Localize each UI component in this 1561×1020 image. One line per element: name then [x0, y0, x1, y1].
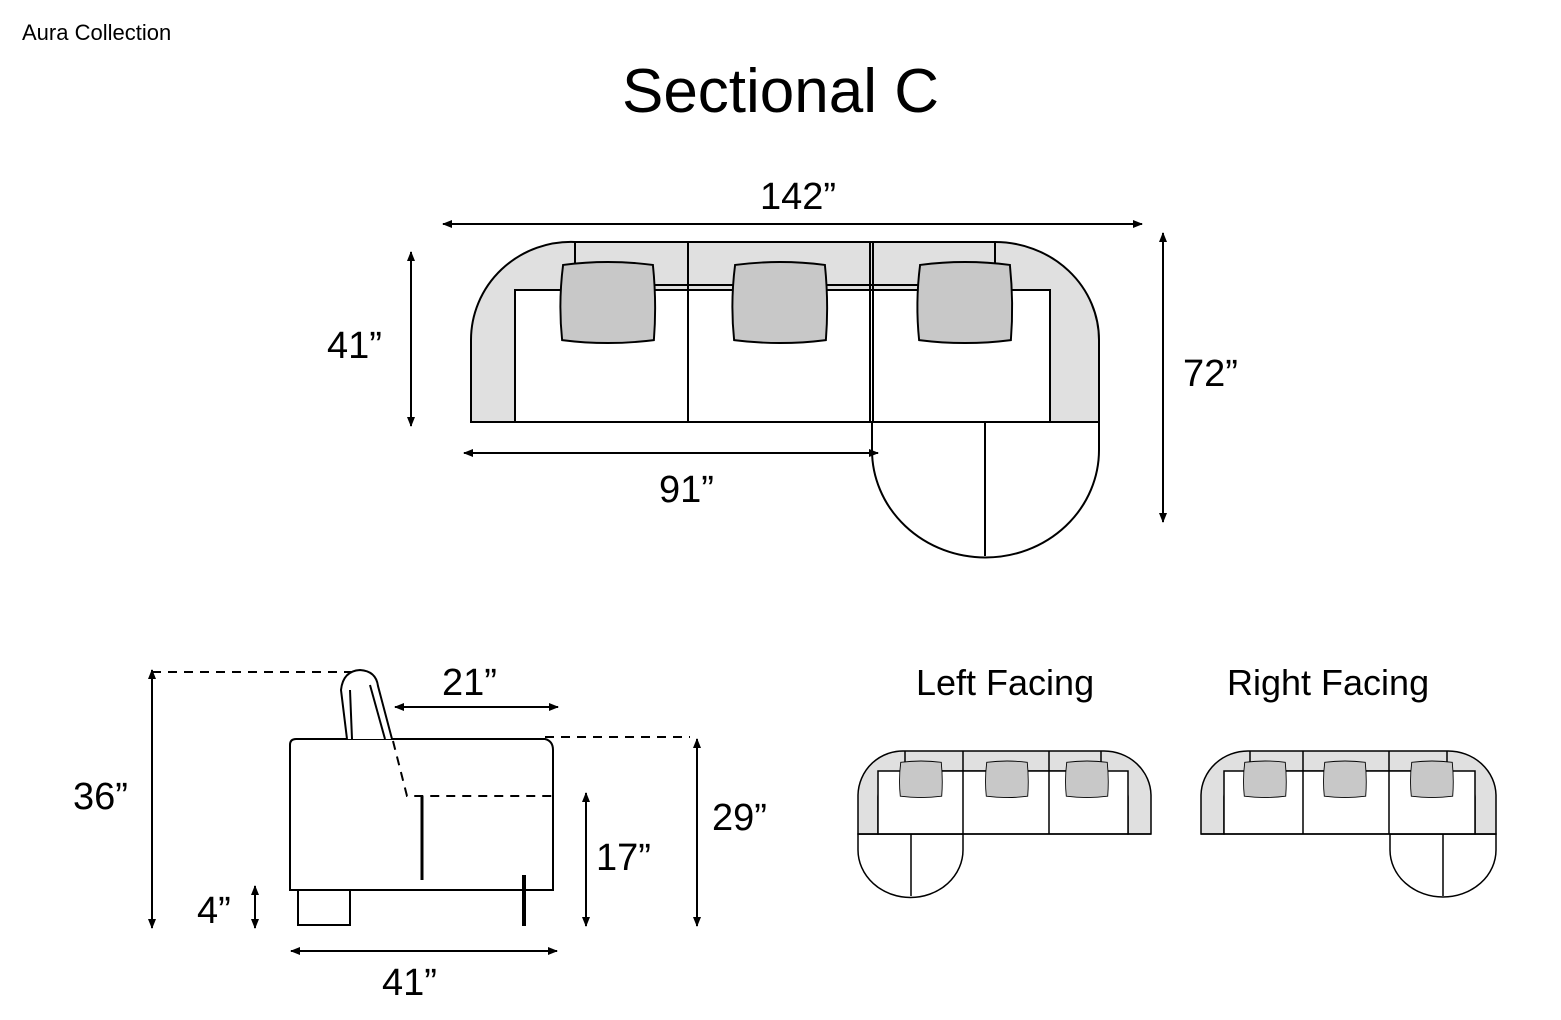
side-dashed-lines: [152, 671, 690, 797]
left-facing-pillows: [899, 760, 1109, 799]
side-view: [289, 668, 554, 926]
dim-label-overall-height: 36”: [73, 776, 128, 818]
dim-label-seat-height: 17”: [596, 837, 651, 879]
pillow-right: [916, 260, 1014, 345]
pillow-left: [559, 260, 657, 345]
side-dimension-lines: [148, 669, 701, 955]
pillow-middle: [731, 260, 829, 345]
dim-label-section-width: 91”: [659, 469, 714, 511]
dim-label-arm-height: 29”: [712, 797, 767, 839]
right-facing-label: Right Facing: [1227, 662, 1430, 703]
dim-label-seat-depth: 41”: [327, 325, 382, 367]
dim-label-overall-width: 142”: [760, 176, 837, 218]
dim-label-leg-height: 4”: [197, 890, 231, 932]
collection-name: Aura Collection: [22, 20, 172, 45]
top-view-pillows: [559, 260, 1014, 345]
dim-label-overall-depth: 72”: [1183, 353, 1238, 395]
side-front-leg: [297, 889, 351, 926]
side-backrest: [339, 668, 393, 740]
dim-label-side-overall-depth: 41”: [382, 962, 437, 1004]
page-title: Sectional C: [621, 57, 940, 126]
dim-label-side-seat-depth: 21”: [442, 662, 497, 704]
left-facing-label: Left Facing: [916, 662, 1095, 703]
top-dimension-lines: [407, 220, 1167, 523]
right-facing-pillows: [1243, 760, 1454, 799]
